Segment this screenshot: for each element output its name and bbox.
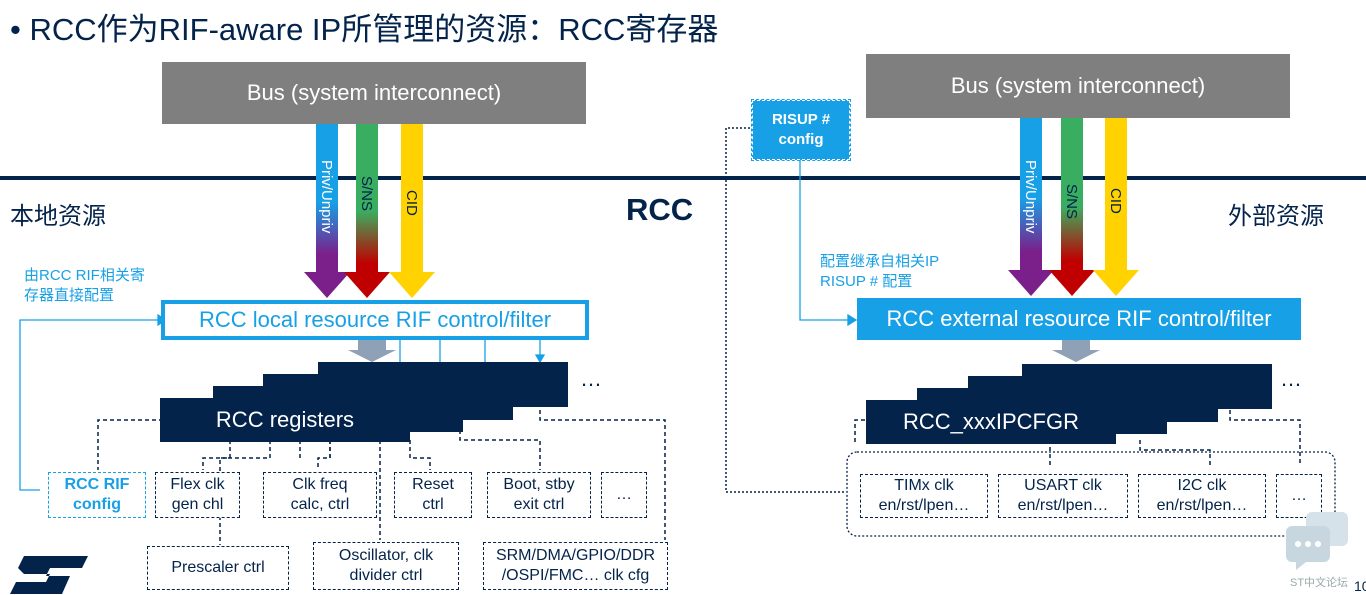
right-cid-arrow <box>1093 118 1139 296</box>
sns-arrow-label: S/NS <box>358 176 375 211</box>
rcc-rif-config-box: RCC RIF config <box>48 472 146 518</box>
clk-freq-line-2: calc, ctrl <box>290 496 350 513</box>
section-divider <box>0 176 1366 180</box>
right-cid-arrow-label: CID <box>1107 188 1124 214</box>
left-note-line-2: 存器直接配置 <box>24 286 115 304</box>
priv-arrow <box>304 124 350 298</box>
right-sns-arrow-label: S/NS <box>1063 184 1080 219</box>
rcc-center-label: RCC <box>626 192 694 227</box>
left-config-note: 由RCC RIF相关寄 存器直接配置 <box>24 266 145 305</box>
usart-clk-box: USART clk en/rst/lpen… <box>998 474 1128 518</box>
cid-arrow-label: CID <box>403 190 420 216</box>
reset-ctrl-box: Reset ctrl <box>394 472 472 518</box>
rcc-ipcfgr-box: RCC_xxxIPCFGR <box>866 400 1116 444</box>
cid-arrow <box>389 124 435 298</box>
sns-arrow <box>344 124 390 298</box>
local-resource-filter: RCC local resource RIF control/filter <box>161 300 589 340</box>
external-resources-label: 外部资源 <box>1228 203 1324 230</box>
i2c-clk-box: I2C clk en/rst/lpen… <box>1138 474 1266 518</box>
left-signal-arrows: Priv/Unpriv S/NS CID <box>304 124 435 298</box>
usart-line-1: USART clk <box>1024 477 1102 494</box>
left-more-box: … <box>601 472 647 518</box>
boot-stby-line-2: exit ctrl <box>513 496 565 513</box>
oscillator-box: Oscillator, clk divider ctrl <box>313 542 459 590</box>
right-priv-arrow <box>1008 118 1054 296</box>
peripheral-clk-line-1: SRM/DMA/GPIO/DDR <box>495 547 656 564</box>
flex-clk-box: Flex clk gen chl <box>155 472 240 518</box>
right-priv-arrow-label: Priv/Unpriv <box>1022 160 1039 234</box>
right-sns-arrow <box>1049 118 1095 296</box>
rcc-rif-config-line-2: config <box>72 496 121 513</box>
flex-clk-line-2: gen chl <box>171 496 224 513</box>
clk-freq-box: Clk freq calc, ctrl <box>263 472 377 518</box>
rcc-rif-config-line-1: RCC RIF <box>64 476 130 493</box>
reset-ctrl-line-2: ctrl <box>422 496 444 513</box>
left-more-line-1: … <box>616 486 632 503</box>
external-resource-filter: RCC external resource RIF control/filter <box>857 298 1301 340</box>
right-more-line-1: … <box>1291 487 1307 504</box>
right-note-line-1: 配置继承自相关IP <box>820 253 940 270</box>
slide-title: • RCC作为RIF-aware IP所管理的资源：RCC寄存器 <box>10 12 719 47</box>
chat-bubble-icon <box>1286 512 1348 570</box>
i2c-line-2: en/rst/lpen… <box>1156 497 1248 514</box>
boot-stby-line-1: Boot, stby <box>503 476 575 493</box>
local-resources-label: 本地资源 <box>10 203 106 230</box>
peripheral-clk-line-2: /OSPI/FMC… clk cfg <box>501 567 650 584</box>
prescaler-line-1: Prescaler ctrl <box>171 559 265 576</box>
oscillator-line-1: Oscillator, clk <box>338 547 434 564</box>
risup-line-2: config <box>778 131 824 148</box>
page-number: 10 <box>1354 578 1366 594</box>
clk-freq-line-1: Clk freq <box>292 476 348 493</box>
oscillator-line-2: divider ctrl <box>349 567 423 584</box>
right-signal-arrows: Priv/Unpriv S/NS CID <box>1008 118 1139 296</box>
risup-config-box: RISUP # config <box>751 99 851 161</box>
i2c-line-1: I2C clk <box>1177 477 1227 494</box>
left-note-line-1: 由RCC RIF相关寄 <box>24 267 145 284</box>
forum-watermark: ST中文论坛 <box>1290 577 1349 589</box>
timx-clk-box: TIMx clk en/rst/lpen… <box>860 474 988 518</box>
right-more-box: … <box>1276 474 1322 518</box>
right-note-line-2: RISUP # 配置 <box>820 272 913 290</box>
timx-line-2: en/rst/lpen… <box>878 497 970 514</box>
right-config-note: 配置继承自相关IP RISUP # 配置 <box>820 252 939 291</box>
prescaler-ctrl-box: Prescaler ctrl <box>147 546 289 590</box>
right-register-ellipsis: … <box>1280 366 1302 391</box>
boot-stby-box: Boot, stby exit ctrl <box>487 472 591 518</box>
flex-clk-line-1: Flex clk <box>170 476 225 493</box>
risup-line-1: RISUP # <box>771 110 831 128</box>
priv-arrow-label: Priv/Unpriv <box>318 160 335 234</box>
timx-line-1: TIMx clk <box>894 477 954 494</box>
rcc-registers-box: RCC registers <box>160 398 410 442</box>
reset-ctrl-line-1: Reset <box>412 476 454 493</box>
usart-line-2: en/rst/lpen… <box>1017 497 1109 514</box>
left-register-ellipsis: … <box>580 366 602 391</box>
right-bus-box: Bus (system interconnect) <box>866 54 1290 118</box>
peripheral-clk-cfg-box: SRM/DMA/GPIO/DDR/OSPI/FMC… clk cfg <box>483 542 668 590</box>
left-bus-box: Bus (system interconnect) <box>162 62 586 124</box>
st-logo-icon <box>10 556 88 594</box>
